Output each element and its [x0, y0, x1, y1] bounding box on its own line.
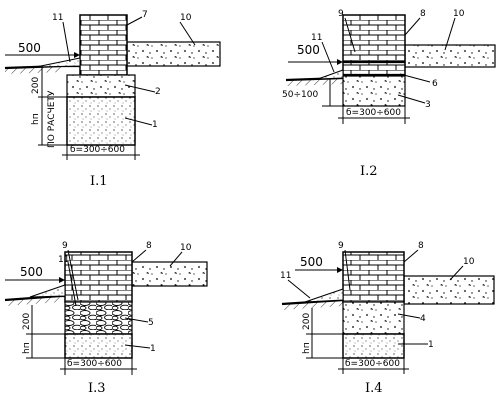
caption: I.1 [90, 174, 108, 189]
callout-9: 9 [62, 241, 68, 251]
sand-cushion [342, 333, 405, 359]
caption: I.4 [365, 381, 383, 396]
figure-3: 500 200 hп б=300÷600 I.3 9 8 10 11 5 1 [4, 241, 208, 396]
sand-cushion [64, 333, 133, 359]
blind-area [29, 284, 66, 298]
soil-hatch [5, 296, 60, 306]
dim-500: 500 [297, 43, 320, 57]
width-label: б=300÷600 [345, 359, 400, 369]
brick-wall [79, 14, 128, 76]
blind-area [317, 69, 344, 80]
callout-4: 4 [420, 314, 426, 324]
callout-1: 1 [150, 344, 156, 354]
width-label: б=300÷600 [70, 145, 125, 155]
pavement-slab [403, 275, 495, 305]
callout-10: 10 [180, 243, 192, 253]
callout-1: 1 [152, 120, 158, 130]
soil-hatch [286, 78, 343, 86]
dim-200: 200 [302, 313, 312, 330]
brick-wall [342, 251, 405, 303]
width-label: б=300÷600 [67, 359, 122, 369]
caption: I.2 [360, 164, 378, 179]
callout-11: 11 [311, 33, 322, 43]
callout-9: 9 [338, 241, 344, 251]
soil-hatch [282, 300, 343, 310]
callout-11: 11 [58, 255, 69, 265]
pavement-slab [126, 41, 221, 67]
rubble-layer [64, 301, 133, 335]
brick-wall [342, 14, 406, 76]
figure-1: 500 200 hп ПО РАСЧЕТУ б=300÷600 I.1 11 7… [4, 10, 221, 189]
dim-500: 500 [18, 41, 41, 55]
dim-hp: hп [31, 113, 41, 125]
dim-hp: hп [302, 342, 312, 354]
callout-8: 8 [420, 9, 426, 19]
callout-3: 3 [425, 100, 431, 110]
figure-2: 500 50÷100 б=300÷600 I.2 9 8 10 11 6 3 [282, 9, 496, 179]
callout-5: 5 [148, 318, 154, 328]
callout-8: 8 [146, 241, 152, 251]
callout-9: 9 [338, 9, 344, 19]
dim-200: 200 [31, 77, 41, 94]
caption: I.3 [88, 381, 106, 396]
dim-50-100: 50÷100 [282, 90, 318, 100]
concrete-base [342, 301, 405, 335]
sand-cushion [66, 96, 136, 146]
callout-11: 11 [280, 271, 291, 281]
callout-10: 10 [180, 13, 192, 23]
callout-11: 11 [52, 13, 63, 23]
dim-500: 500 [20, 265, 43, 279]
dim-500: 500 [300, 255, 323, 269]
width-label: б=300÷600 [346, 108, 401, 118]
callout-1: 1 [428, 340, 434, 350]
dim-200: 200 [22, 313, 32, 330]
callout-7: 7 [142, 10, 148, 20]
dim-by-calculation: ПО РАСЧЕТУ [47, 90, 57, 148]
concrete-strip [342, 75, 406, 107]
callout-6: 6 [432, 79, 438, 89]
callout-10: 10 [463, 257, 475, 267]
callout-10: 10 [453, 9, 465, 19]
blind-area [35, 57, 81, 68]
figure-4: 500 200 hп б=300÷600 I.4 9 8 10 11 4 1 [280, 241, 495, 396]
callout-2: 2 [155, 87, 161, 97]
callout-8: 8 [418, 241, 424, 251]
dim-hp: hп [22, 342, 32, 354]
blind-area [304, 288, 344, 303]
brick-wall [64, 251, 133, 303]
pavement-slab [404, 44, 496, 68]
compacted-base [66, 74, 136, 98]
soil-hatch [5, 66, 62, 74]
pavement-slab [131, 261, 208, 287]
